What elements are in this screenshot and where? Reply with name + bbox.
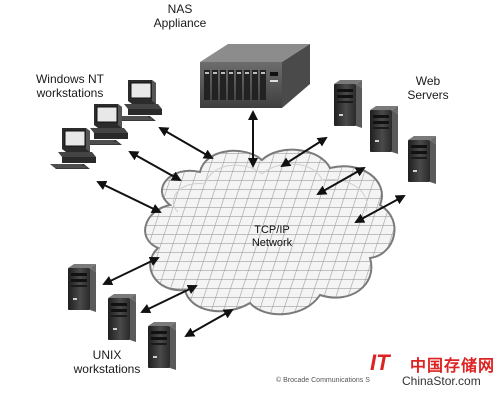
web-link-arrow	[354, 195, 406, 223]
watermark-domain: ChinaStor.com	[402, 374, 481, 388]
unix-link-arrow	[140, 284, 198, 314]
nas-label-line2: Appliance	[153, 16, 207, 30]
web-label-line1: Web	[415, 74, 441, 88]
copyright-text: © Brocade Communications S	[276, 377, 370, 384]
unix-link-arrow	[102, 256, 160, 286]
windows-nt-workstation-icon	[49, 127, 97, 170]
network-label-line2: Network	[251, 237, 293, 249]
web-server-icon	[370, 106, 398, 154]
watermark-it-logo: IT	[370, 350, 390, 375]
web-server-icon	[334, 80, 362, 128]
windows-link-arrow	[96, 180, 162, 214]
unix-label-line1: UNIX	[92, 348, 122, 362]
nas-label-line1: NAS	[167, 2, 193, 16]
windows-link-arrow	[158, 127, 214, 159]
tcpip-network-label: TCP/IP Network	[232, 224, 312, 250]
web-label-line2: Servers	[407, 88, 449, 102]
nas-appliance-label: NAS Appliance	[150, 2, 210, 30]
unix-label-line2: workstations	[73, 362, 141, 376]
web-link-arrow	[280, 136, 328, 168]
web-servers-label: Web Servers	[398, 74, 458, 102]
windows-label-line1: Windows NT	[35, 72, 104, 86]
windows-label-line2: workstations	[36, 86, 104, 100]
windows-nt-label: Windows NT workstations	[22, 72, 118, 100]
network-label-line1: TCP/IP	[254, 224, 290, 236]
chinastor-watermark: IT 中国存储网 ChinaStor.com	[368, 350, 498, 396]
windows-link-arrow	[128, 151, 182, 181]
windows-nt-workstation-icon	[115, 79, 163, 122]
unix-workstation-icon	[148, 322, 176, 370]
unix-workstation-icon	[68, 264, 96, 312]
unix-workstations-label: UNIX workstations	[62, 348, 152, 376]
unix-link-arrow	[184, 309, 234, 337]
web-server-icon	[408, 136, 436, 184]
watermark-chinese-text: 中国存储网	[410, 356, 496, 375]
web-link-arrow	[316, 167, 366, 195]
nas-appliance-icon	[200, 44, 310, 108]
unix-workstation-icon	[108, 294, 136, 342]
